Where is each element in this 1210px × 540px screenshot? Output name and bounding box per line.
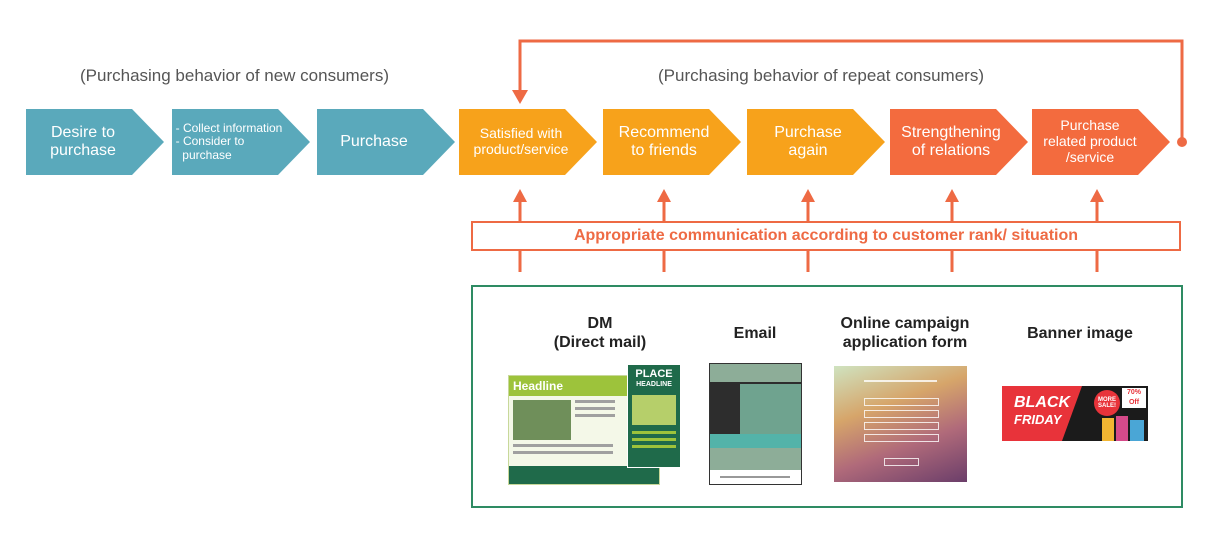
email-template-image bbox=[709, 363, 802, 485]
banner-more-sale-badge: MORE SALE! bbox=[1094, 390, 1120, 416]
new-consumers-caption: (Purchasing behavior of new consumers) bbox=[80, 66, 389, 85]
up-arrowhead-3 bbox=[945, 189, 959, 202]
repeat-loop-arrowhead bbox=[512, 90, 528, 104]
repeat-loop-line bbox=[518, 39, 1184, 142]
channel-title-dm: DM(Direct mail) bbox=[553, 315, 647, 352]
step-label: Purchase bbox=[340, 133, 408, 151]
dm-flyer-image: PLACE HEADLINE bbox=[627, 364, 681, 468]
up-arrowhead-1 bbox=[657, 189, 671, 202]
channel-title-email: Email bbox=[733, 325, 777, 342]
banner-friday-text: FRIDAY bbox=[1014, 412, 1062, 427]
repeat-loop-dot bbox=[1177, 137, 1187, 147]
dm-headline-text: Headline bbox=[513, 379, 564, 393]
banner-black-text: BLACK bbox=[1014, 394, 1070, 411]
online-form-image bbox=[834, 366, 967, 482]
step-collect-information: - Collect information- Consider to purch… bbox=[172, 109, 310, 175]
banner-ad-image: BLACK FRIDAY MORE SALE! 70% Off bbox=[1002, 386, 1148, 441]
communication-box: Appropriate communication according to c… bbox=[471, 221, 1181, 251]
step-purchase: Purchase bbox=[317, 109, 455, 175]
channel-title-banner: Banner image bbox=[1027, 325, 1133, 342]
repeat-consumers-caption: (Purchasing behavior of repeat consumers… bbox=[658, 66, 984, 85]
banner-percent-tag: 70% Off bbox=[1122, 388, 1146, 408]
up-arrowhead-0 bbox=[513, 189, 527, 202]
dm-flyer-place: PLACE bbox=[635, 368, 673, 380]
channels-panel bbox=[471, 285, 1183, 508]
step-label: - Collect information- Consider to purch… bbox=[175, 120, 283, 162]
up-arrowhead-2 bbox=[801, 189, 815, 202]
dm-flyer-headline: HEADLINE bbox=[636, 381, 672, 388]
up-arrowhead-4 bbox=[1090, 189, 1104, 202]
